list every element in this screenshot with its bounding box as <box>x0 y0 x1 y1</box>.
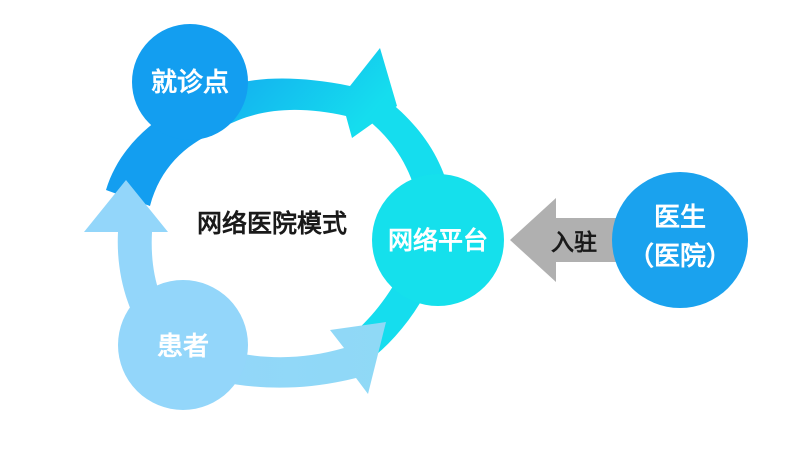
join-arrow <box>510 198 626 282</box>
node-patient-label: 患者 <box>157 332 209 362</box>
node-doctor-line2: （医院） <box>628 241 732 272</box>
node-doctor: 医生 （医院） <box>612 172 748 308</box>
node-doctor-line1: 医生 <box>654 203 706 233</box>
node-clinic: 就诊点 <box>132 24 248 140</box>
join-label: 入驻 <box>551 230 597 256</box>
ring-top-arc <box>188 48 397 138</box>
node-platform: 网络平台 <box>372 174 504 306</box>
center-label: 网络医院模式 <box>197 209 347 238</box>
node-patient: 患者 <box>118 280 248 410</box>
node-platform-label: 网络平台 <box>388 226 488 255</box>
node-clinic-label: 就诊点 <box>151 67 229 98</box>
